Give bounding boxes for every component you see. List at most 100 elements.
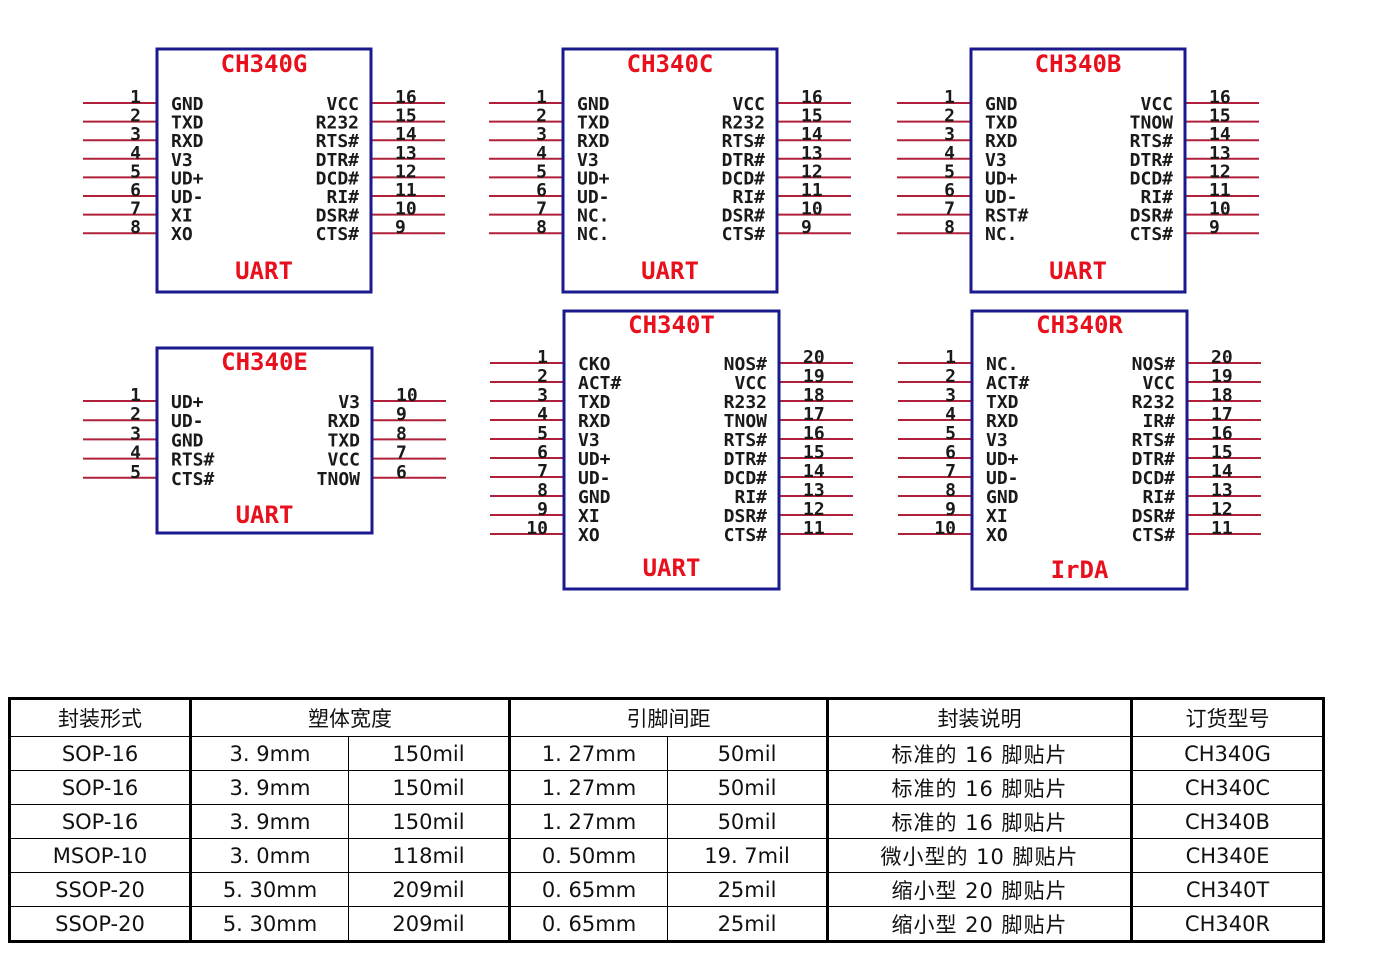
- cell-pitch-mil: 25mil: [667, 872, 828, 907]
- header-pin-pitch: 引脚间距: [508, 698, 828, 737]
- pin-number-left: 10: [934, 518, 956, 539]
- pin-name-right: RI#: [1142, 487, 1175, 508]
- pin-number-left: 1: [945, 347, 956, 368]
- pin-name-right: DTR#: [724, 449, 768, 470]
- pin-name-right: CTS#: [724, 525, 768, 546]
- cell-model: CH340B: [1130, 804, 1324, 839]
- pin-number-left: 6: [537, 442, 548, 463]
- pin-number-left: 3: [944, 124, 955, 145]
- pin-number-left: 3: [130, 124, 141, 145]
- cell-width-mm: 3. 9mm: [189, 736, 349, 771]
- pin-number-left: 7: [536, 199, 547, 220]
- pin-number-right: 15: [395, 106, 417, 127]
- pin-number-left: 2: [945, 366, 956, 387]
- pin-number-right: 10: [801, 199, 823, 220]
- pin-number-right: 19: [803, 366, 825, 387]
- pin-name-left: UD-: [986, 468, 1019, 489]
- chip-title: CH340T: [628, 311, 715, 339]
- pin-number-right: 12: [801, 161, 823, 182]
- pin-name-right: VCC: [327, 450, 360, 471]
- pin-name-right: RTS#: [722, 131, 766, 152]
- pin-number-left: 3: [537, 385, 548, 406]
- cell-width-mm: 3. 9mm: [189, 804, 349, 839]
- pin-number-left: 5: [945, 423, 956, 444]
- header-description: 封装说明: [826, 698, 1132, 737]
- cell-width-mil: 150mil: [348, 770, 510, 805]
- pin-name-left: V3: [986, 430, 1008, 451]
- chip-body: [562, 309, 781, 591]
- pin-name-right: CTS#: [1132, 525, 1176, 546]
- pin-number-left: 1: [130, 385, 141, 406]
- pin-name-left: UD+: [171, 168, 204, 189]
- cell-model: CH340C: [1130, 770, 1324, 805]
- pin-number-right: 10: [1209, 199, 1231, 220]
- pin-name-left: GND: [986, 487, 1019, 508]
- pin-name-left: RTS#: [171, 450, 215, 471]
- pin-name-left: UD+: [577, 168, 610, 189]
- pin-number-right: 9: [801, 217, 812, 238]
- pin-name-left: XI: [986, 506, 1008, 527]
- pin-name-left: XI: [578, 506, 600, 527]
- pin-name-right: VCC: [732, 94, 765, 115]
- chip-title: CH340B: [1035, 50, 1122, 78]
- pin-name-left: TXD: [986, 392, 1019, 413]
- pin-number-right: 16: [395, 87, 417, 108]
- pin-name-left: NC.: [577, 206, 610, 227]
- pin-name-right: DSR#: [722, 206, 766, 227]
- pin-number-left: 7: [537, 461, 548, 482]
- cell-width-mil: 209mil: [348, 872, 510, 907]
- pin-number-right: 11: [1209, 180, 1231, 201]
- pin-number-right: 12: [395, 161, 417, 182]
- pin-name-right: RXD: [327, 411, 360, 432]
- chip-interface-label: UART: [236, 501, 294, 529]
- pin-number-right: 8: [396, 423, 407, 444]
- cell-description: 标准的 16 脚贴片: [826, 770, 1132, 805]
- pin-name-right: R232: [724, 392, 767, 413]
- chip-body: [155, 346, 374, 535]
- chip-body: [969, 47, 1187, 294]
- pin-number-left: 5: [130, 462, 141, 483]
- pin-number-right: 17: [1211, 404, 1233, 425]
- cell-description: 微小型的 10 脚贴片: [826, 838, 1132, 873]
- pin-number-left: 1: [537, 347, 548, 368]
- pin-name-right: R232: [1132, 392, 1175, 413]
- chip-interface-label: UART: [235, 257, 293, 285]
- pin-name-right: RI#: [732, 187, 765, 208]
- pin-name-right: CTS#: [316, 224, 360, 245]
- pin-number-left: 4: [537, 404, 548, 425]
- pin-number-right: 9: [1209, 217, 1220, 238]
- pin-number-right: 13: [395, 143, 417, 164]
- cell-width-mm: 5. 30mm: [189, 872, 349, 907]
- pin-number-right: 9: [395, 217, 406, 238]
- chip-body: [561, 47, 779, 294]
- pin-name-left: CTS#: [171, 469, 215, 490]
- pin-name-left: V3: [578, 430, 600, 451]
- pin-name-left: TXD: [577, 113, 610, 134]
- pin-number-left: 4: [944, 143, 955, 164]
- cell-description: 标准的 16 脚贴片: [826, 736, 1132, 771]
- pin-name-right: VCC: [734, 373, 767, 394]
- pin-name-right: DTR#: [1130, 150, 1174, 171]
- pin-name-right: TNOW: [1130, 113, 1174, 134]
- cell-model: CH340G: [1130, 736, 1324, 771]
- pin-name-left: RXD: [986, 411, 1019, 432]
- chip-body: [155, 47, 373, 294]
- pin-number-left: 9: [945, 499, 956, 520]
- pin-name-left: UD+: [986, 449, 1019, 470]
- pin-name-left: UD+: [171, 392, 204, 413]
- pin-number-right: 14: [1211, 461, 1233, 482]
- pin-number-left: 5: [130, 161, 141, 182]
- pin-number-right: 12: [1211, 499, 1233, 520]
- table-header-row: 封装形式 塑体宽度 引脚间距 封装说明 订货型号: [9, 698, 1324, 737]
- pin-number-left: 2: [130, 106, 141, 127]
- pin-name-left: RXD: [985, 131, 1018, 152]
- pin-number-left: 2: [536, 106, 547, 127]
- pin-number-right: 11: [801, 180, 823, 201]
- pin-number-right: 18: [803, 385, 825, 406]
